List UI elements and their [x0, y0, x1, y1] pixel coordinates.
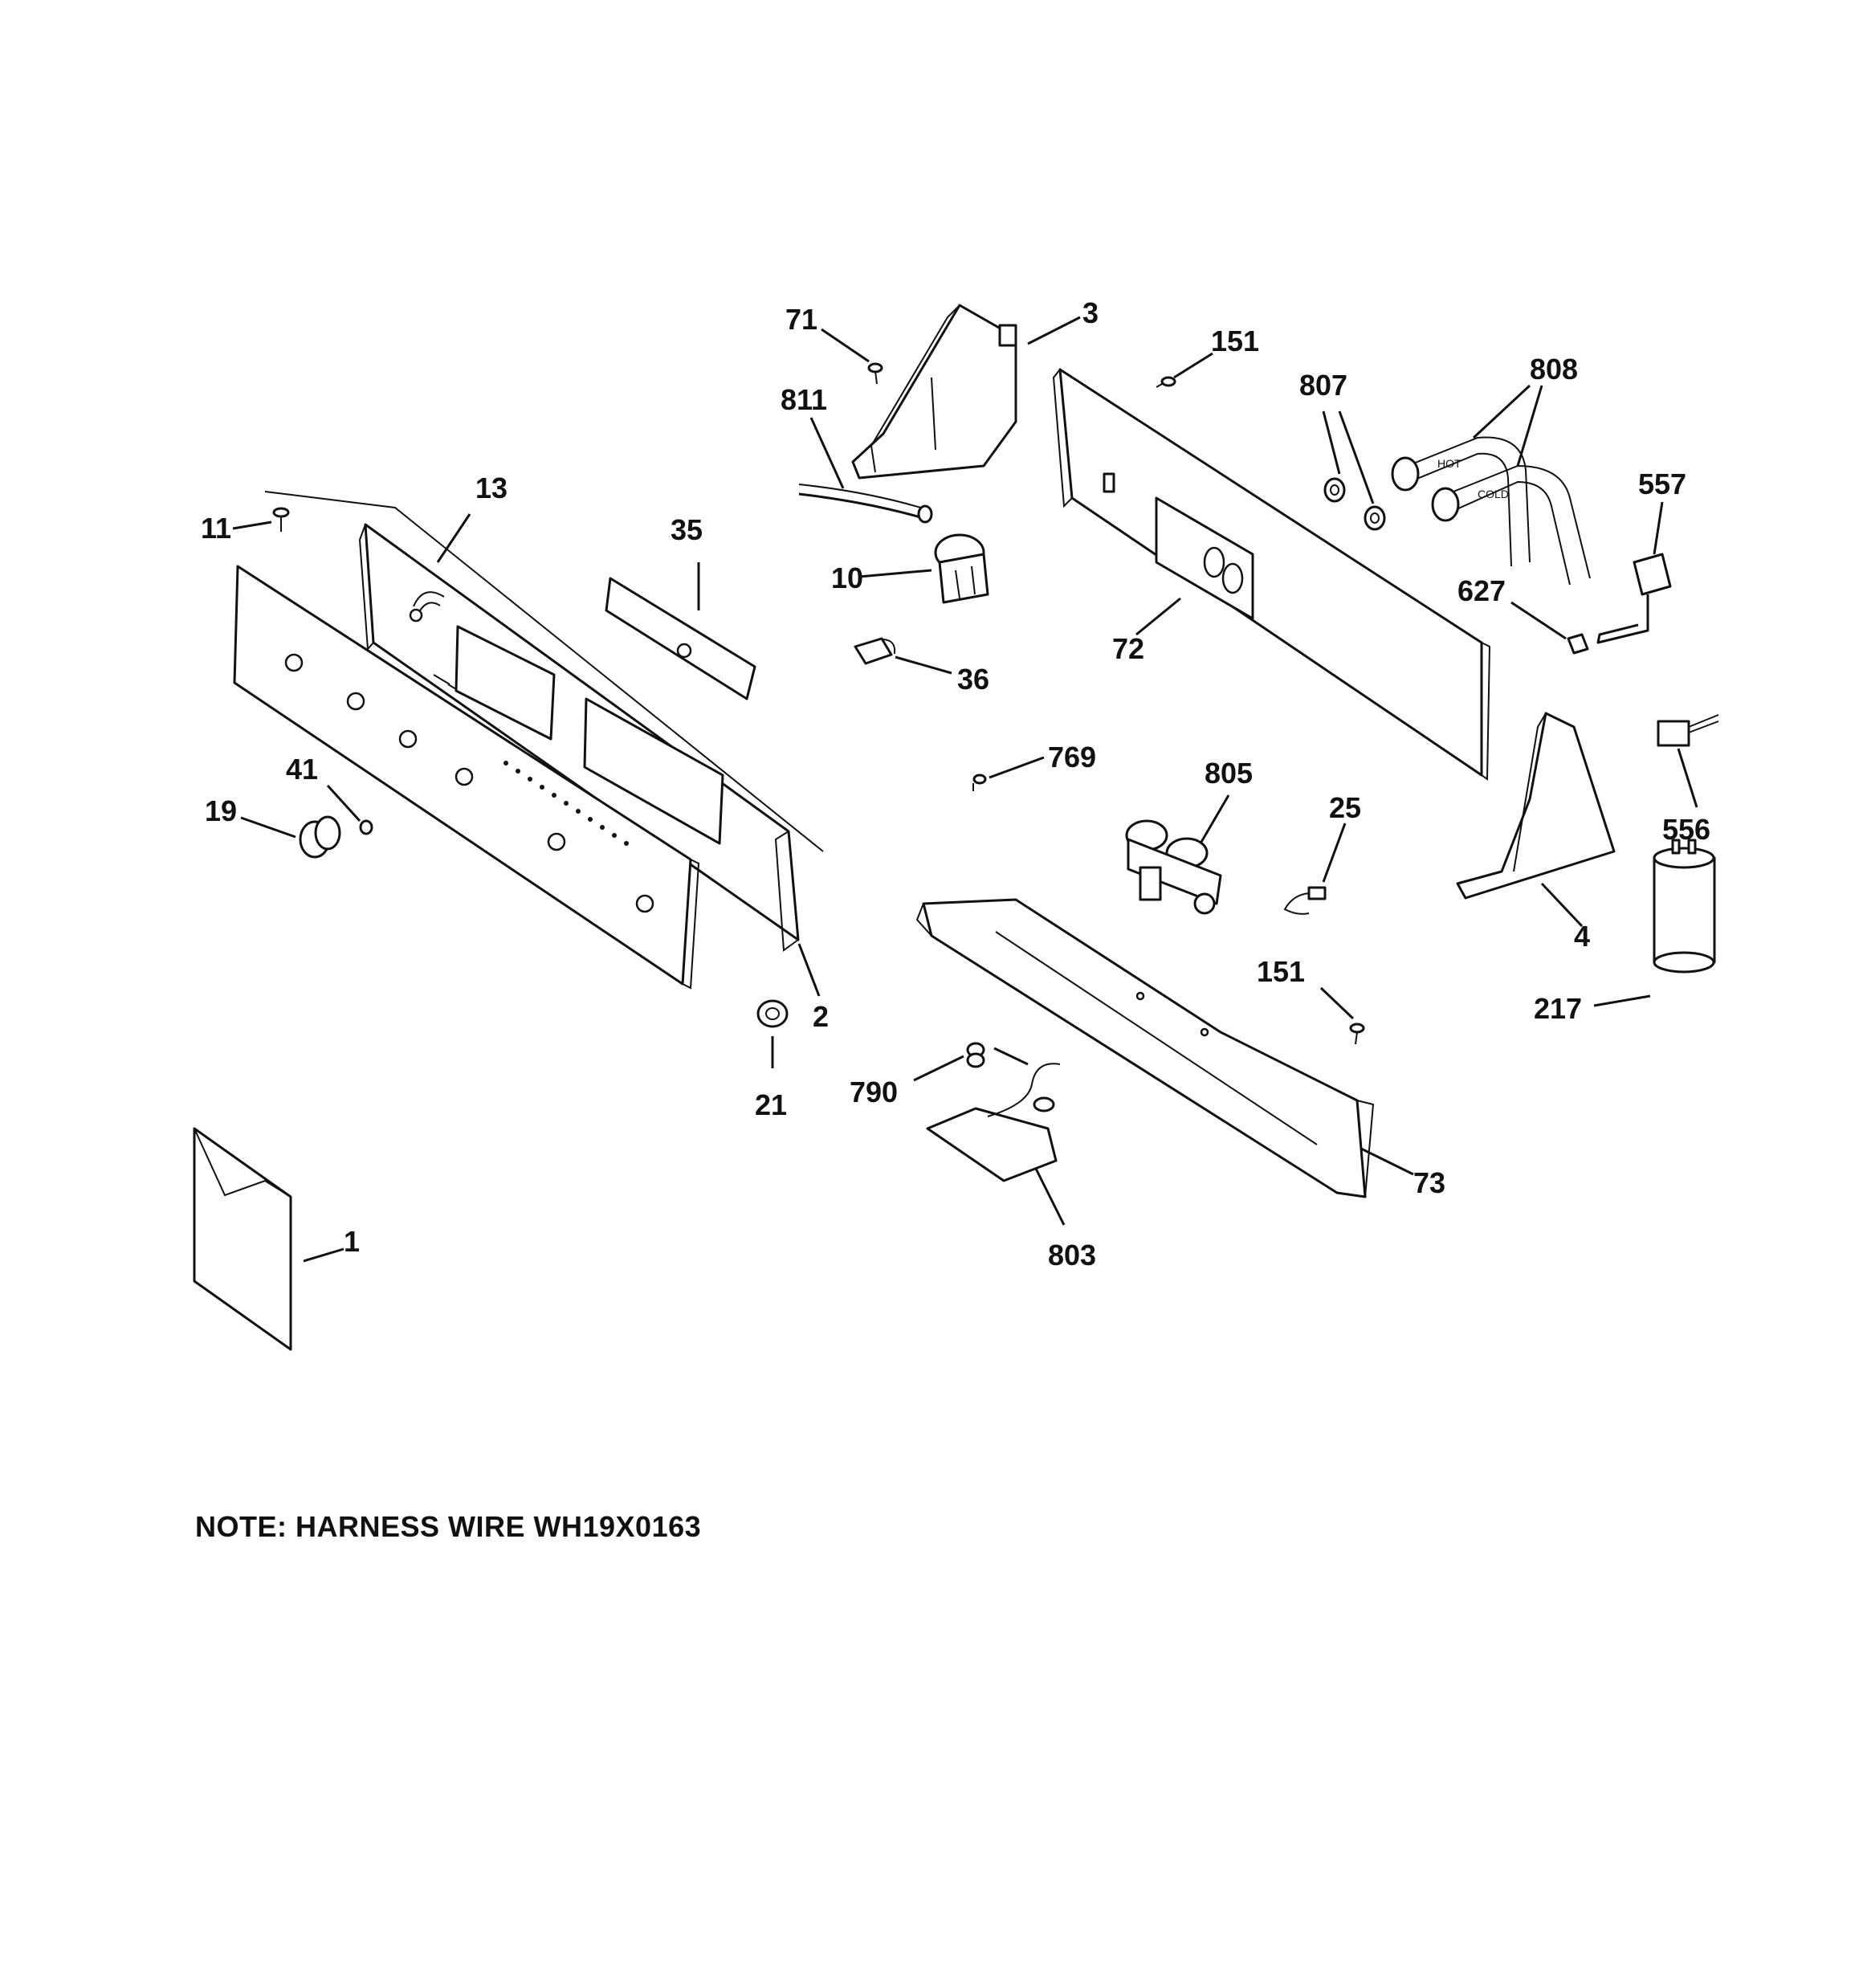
leader-lines: [232, 316, 1698, 1263]
callout-811: 811: [781, 383, 827, 416]
part-13-console-panel: [264, 491, 824, 952]
part-72-backsplash: [1052, 368, 1491, 781]
callout-10: 10: [831, 561, 863, 594]
part-4-end-cap: [1456, 712, 1616, 900]
callout-4: 4: [1574, 920, 1590, 953]
callout-73: 73: [1413, 1166, 1445, 1199]
part-2-faceplate: [233, 565, 700, 990]
callout-2: 2: [813, 1000, 829, 1033]
callout-1: 1: [344, 1225, 360, 1258]
hose-label-cold: COLD: [1478, 488, 1509, 500]
callout-151-top: 151: [1211, 325, 1259, 357]
callout-71: 71: [785, 303, 817, 336]
callout-217: 217: [1534, 992, 1582, 1025]
part-21-bushing: [756, 999, 789, 1028]
part-1-envelope: [193, 1127, 292, 1351]
callout-72: 72: [1112, 632, 1144, 665]
callout-25: 25: [1329, 791, 1361, 824]
callout-151-lower: 151: [1257, 955, 1305, 988]
part-41-clip: [359, 819, 373, 835]
callout-35: 35: [671, 513, 703, 546]
part-807-washers: [1323, 477, 1386, 531]
callout-808: 808: [1530, 353, 1578, 386]
part-803-dispenser: [926, 1063, 1061, 1182]
callout-557: 557: [1638, 467, 1686, 500]
callout-41: 41: [286, 753, 318, 786]
callout-803: 803: [1048, 1239, 1096, 1272]
part-808-hoses: HOT COLD: [1391, 436, 1591, 586]
callout-3: 3: [1082, 296, 1099, 329]
part-11-screw: [272, 507, 290, 532]
part-19-knob: [299, 815, 341, 859]
part-10-pressure-switch: [934, 533, 989, 604]
part-3-end-cap: [851, 304, 1017, 480]
callout-807: 807: [1299, 369, 1347, 402]
part-769-screw: [972, 774, 987, 791]
part-790-clamp: [966, 1042, 985, 1068]
part-805-water-valve: [1125, 819, 1222, 915]
callout-36: 36: [957, 663, 989, 696]
part-151-screw-top: [1156, 376, 1176, 388]
hose-label-hot: HOT: [1437, 457, 1461, 470]
callout-labels: 71 3 151 807 808 811 557 13 11 35 10 627…: [201, 296, 1710, 1272]
part-557-cord-connector: [1596, 553, 1672, 644]
part-71-screw: [867, 362, 883, 385]
callout-805: 805: [1205, 757, 1253, 790]
callout-556: 556: [1662, 813, 1710, 846]
callout-11: 11: [201, 512, 231, 545]
callout-21: 21: [755, 1088, 787, 1121]
callout-790: 790: [850, 1076, 898, 1108]
callout-627: 627: [1457, 574, 1506, 607]
callout-13: 13: [475, 471, 508, 504]
part-811-hose: [798, 484, 933, 524]
part-556-terminal-block: [1657, 714, 1719, 747]
harness-wire-note: NOTE: HARNESS WIRE WH19X0163: [195, 1510, 702, 1543]
part-36-connector: [854, 637, 896, 665]
part-35-bracket: [605, 577, 756, 700]
part-217-capacitor: [1653, 839, 1716, 974]
part-627-plug: [1567, 633, 1589, 655]
part-25-wire-connector: [1283, 886, 1327, 915]
part-151-screw-lower: [1349, 1023, 1365, 1045]
callout-769: 769: [1048, 741, 1096, 774]
callout-19: 19: [205, 794, 237, 827]
